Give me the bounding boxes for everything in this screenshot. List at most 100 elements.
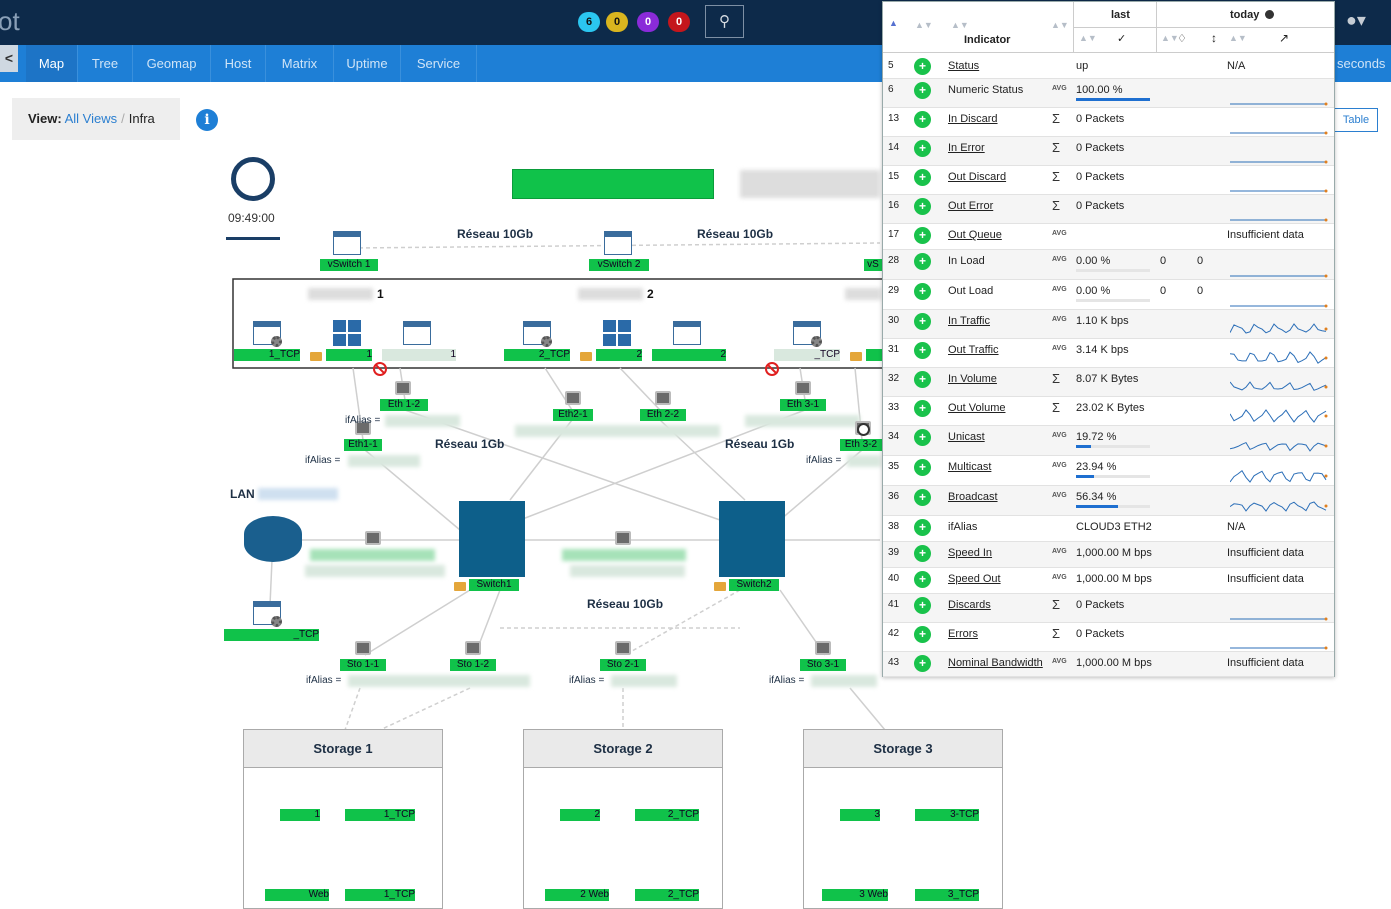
add-icon[interactable]: + xyxy=(914,169,931,186)
node-label[interactable]: 2_TCP xyxy=(635,809,699,821)
port-label[interactable]: Eth 1-2 xyxy=(380,399,428,411)
indicator-name[interactable]: Broadcast xyxy=(948,491,998,503)
node-label[interactable]: 1 xyxy=(326,349,372,361)
node-label[interactable]: 2 xyxy=(652,349,726,361)
sparkline[interactable] xyxy=(1230,258,1328,278)
add-icon[interactable]: + xyxy=(914,626,931,643)
sparkline[interactable] xyxy=(1230,601,1328,621)
node-label[interactable]: 1_TCP xyxy=(234,349,300,361)
folder-icon[interactable] xyxy=(850,352,862,361)
app-window-icon[interactable] xyxy=(253,601,281,625)
indicator-name[interactable]: Out Volume xyxy=(948,402,1006,414)
sort-icon[interactable]: ▲▼ xyxy=(1161,33,1179,43)
indicator-name[interactable]: In Discard xyxy=(948,113,998,125)
port-label[interactable]: Sto 3-1 xyxy=(800,659,846,671)
node-label[interactable] xyxy=(866,349,882,361)
vswitch-label[interactable]: vS xyxy=(864,259,882,271)
port-label[interactable]: Eth 3-2 xyxy=(840,439,882,451)
col-today[interactable]: today xyxy=(1230,9,1260,21)
tab-map[interactable]: Map xyxy=(26,45,78,82)
updown-icon[interactable]: ↕ xyxy=(1211,31,1217,45)
node-label[interactable]: 2_TCP xyxy=(504,349,570,361)
add-icon[interactable]: + xyxy=(914,198,931,215)
indicator-name[interactable]: Speed In xyxy=(948,547,993,559)
add-icon[interactable]: + xyxy=(914,283,931,300)
node-label[interactable]: 3-TCP xyxy=(915,809,979,821)
add-icon[interactable]: + xyxy=(914,429,931,446)
indicator-name[interactable]: Discards xyxy=(948,599,991,611)
port-label[interactable]: Sto 2-1 xyxy=(600,659,646,671)
status-badge-unknown[interactable]: 0 xyxy=(637,12,659,32)
app-logo[interactable]: ot xyxy=(0,6,20,36)
sparkline[interactable] xyxy=(1230,173,1328,193)
breadcrumb-all-views[interactable]: All Views xyxy=(64,111,118,126)
search-button[interactable]: ⚲ xyxy=(705,5,744,38)
port-label[interactable]: Eth1-1 xyxy=(344,439,382,451)
add-icon[interactable]: + xyxy=(914,313,931,330)
sparkline[interactable] xyxy=(1230,434,1328,454)
sparkline[interactable] xyxy=(1230,494,1328,514)
add-icon[interactable]: + xyxy=(914,571,931,588)
web-window-icon[interactable] xyxy=(673,321,701,345)
add-icon[interactable]: + xyxy=(914,82,931,99)
ethernet-port-icon[interactable] xyxy=(565,391,581,405)
ethernet-port-icon[interactable] xyxy=(355,641,371,655)
storage-group[interactable]: Storage 3 3 3-TCP 3 Web 3_TCP xyxy=(803,729,1003,909)
node-label[interactable]: 2_TCP xyxy=(635,889,699,901)
add-icon[interactable]: + xyxy=(914,227,931,244)
storage-group[interactable]: Storage 1 1 1_TCP Web 1_TCP xyxy=(243,729,443,909)
switch-icon[interactable] xyxy=(459,501,525,577)
indicator-name[interactable]: Out Discard xyxy=(948,171,1007,183)
sparkline[interactable] xyxy=(1230,630,1328,650)
folder-icon[interactable] xyxy=(580,352,592,361)
ethernet-port-icon[interactable] xyxy=(655,391,671,405)
vswitch-label[interactable]: vSwitch 2 xyxy=(589,259,649,271)
indicator-name[interactable]: In Error xyxy=(948,142,985,154)
folder-icon[interactable] xyxy=(714,582,726,591)
indicator-name[interactable]: In Traffic xyxy=(948,315,990,327)
sort-icon[interactable]: ▲▼ xyxy=(915,20,933,30)
folder-icon[interactable] xyxy=(310,352,322,361)
switch-label[interactable]: Switch2 xyxy=(729,579,779,591)
sparkline[interactable] xyxy=(1230,86,1328,106)
node-label[interactable]: 3_TCP xyxy=(915,889,979,901)
node-label[interactable]: 3 Web xyxy=(822,889,888,901)
add-icon[interactable]: + xyxy=(914,400,931,417)
add-icon[interactable]: + xyxy=(914,253,931,270)
indicator-name[interactable]: Out Queue xyxy=(948,229,1002,241)
indicator-name[interactable]: Out Traffic xyxy=(948,344,999,356)
tab-service[interactable]: Service xyxy=(401,45,477,82)
ethernet-port-icon[interactable] xyxy=(465,641,481,655)
node-label[interactable]: _TCP xyxy=(224,629,319,641)
indicator-name[interactable]: Nominal Bandwidth xyxy=(948,657,1043,669)
port-label[interactable]: Eth 2-2 xyxy=(640,409,686,421)
folder-icon[interactable] xyxy=(454,582,466,591)
router-icon[interactable] xyxy=(244,516,302,562)
monitor-icon[interactable] xyxy=(604,231,632,255)
ethernet-port-icon[interactable] xyxy=(395,381,411,395)
node-label[interactable]: 2 xyxy=(560,809,600,821)
add-icon[interactable]: + xyxy=(914,597,931,614)
add-icon[interactable]: + xyxy=(914,459,931,476)
sparkline[interactable] xyxy=(1230,375,1328,395)
status-badge-ok[interactable]: 6 xyxy=(578,12,600,32)
status-bar[interactable] xyxy=(512,169,714,199)
indicator-name[interactable]: Errors xyxy=(948,628,978,640)
node-label[interactable]: 1_TCP xyxy=(345,889,415,901)
port-label[interactable]: Sto 1-1 xyxy=(340,659,386,671)
indicator-name[interactable]: In Volume xyxy=(948,373,997,385)
node-label[interactable]: Web xyxy=(265,889,329,901)
